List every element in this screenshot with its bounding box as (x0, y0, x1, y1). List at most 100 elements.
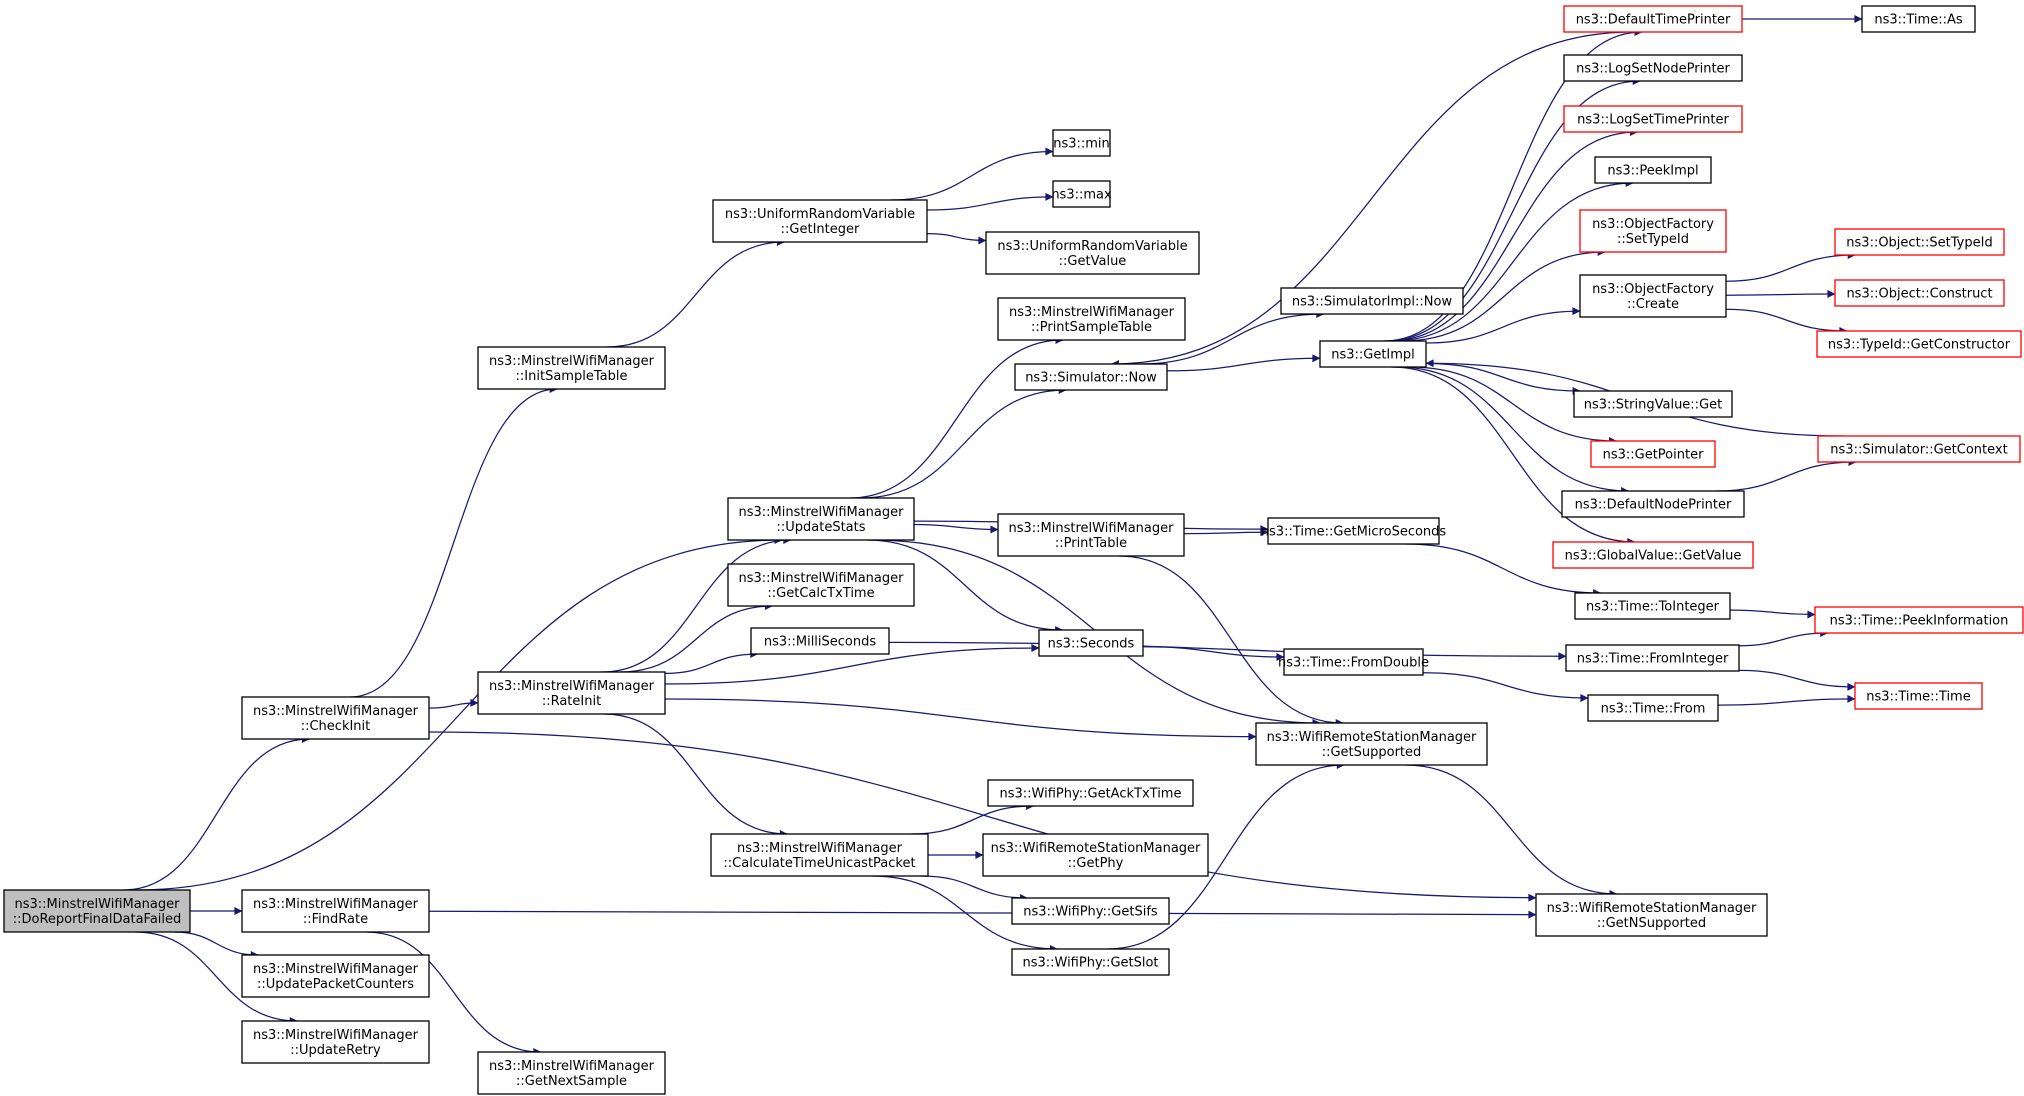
node-of-set-type-id[interactable]: ns3::ObjectFactory::SetTypeId (1579, 209, 1727, 253)
node-global-value-get-value[interactable]: ns3::GlobalValue::GetValue (1552, 541, 1754, 569)
node-log-set-node-printer[interactable]: ns3::LogSetNodePrinter (1563, 54, 1743, 82)
node-rsm-get-phy[interactable]: ns3::WifiRemoteStationManager::GetPhy (982, 833, 1209, 877)
node-urv-get-integer[interactable]: ns3::UniformRandomVariable::GetInteger (712, 199, 928, 243)
node-object-set-type-id[interactable]: ns3::Object::SetTypeId (1834, 228, 2005, 256)
node-label: ns3::ObjectFactory (1592, 217, 1714, 232)
node-label: ::GetSupported (1322, 745, 1422, 760)
node-time-from[interactable]: ns3::Time::From (1587, 694, 1719, 722)
edge-check_init-to-rsm_get_nsupported (428, 731, 1537, 902)
node-box (241, 1020, 430, 1064)
node-box (1052, 129, 1111, 157)
node-box (241, 954, 430, 998)
node-default-time-printer[interactable]: ns3::DefaultTimePrinter (1563, 5, 1743, 33)
node-typeid-get-constructor[interactable]: ns3::TypeId::GetConstructor (1816, 330, 2022, 358)
node-seconds[interactable]: ns3::Seconds (1038, 629, 1144, 657)
edge-find_rate-to-rsm_get_nsupported (428, 910, 1537, 919)
edge-urv_get_integer-to-urv_get_value (926, 232, 987, 245)
node-label: ns3::MinstrelWifiManager (253, 1028, 419, 1043)
node-label: ns3::Time::FromInteger (1577, 652, 1729, 667)
node-update-packet-counters[interactable]: ns3::MinstrelWifiManager::UpdatePacketCo… (241, 954, 430, 998)
node-log-set-time-printer[interactable]: ns3::LogSetTimePrinter (1563, 105, 1743, 133)
node-box (1579, 274, 1727, 318)
node-rsm-get-supported[interactable]: ns3::WifiRemoteStationManager::GetSuppor… (1255, 722, 1488, 766)
node-calc-time-unicast[interactable]: ns3::MinstrelWifiManager::CalculateTimeU… (710, 833, 929, 877)
node-label: ns3::max (1051, 188, 1112, 203)
node-label: ns3::Object::SetTypeId (1846, 236, 1992, 251)
node-do-report[interactable]: ns3::MinstrelWifiManager::DoReportFinalD… (3, 889, 191, 933)
node-box (1574, 592, 1731, 620)
node-time-from-double[interactable]: ns3::Time::FromDouble (1278, 648, 1429, 676)
node-milliseconds[interactable]: ns3::MilliSeconds (750, 627, 890, 655)
node-box (982, 833, 1209, 877)
edge-get_impl-to-peek_impl (1392, 179, 1634, 342)
node-check-init[interactable]: ns3::MinstrelWifiManager::CheckInit (241, 696, 430, 740)
node-rate-init[interactable]: ns3::MinstrelWifiManager::RateInit (477, 671, 666, 715)
node-label: ns3::SimulatorImpl::Now (1292, 295, 1453, 310)
edge-calc_time_unicast-to-get_ack_tx_time (911, 802, 1035, 835)
node-get-slot[interactable]: ns3::WifiPhy::GetSlot (1011, 948, 1170, 976)
node-print-sample-table[interactable]: ns3::MinstrelWifiManager::PrintSampleTab… (997, 297, 1186, 341)
node-get-impl[interactable]: ns3::GetImpl (1319, 340, 1427, 368)
edge-get_impl-to-get_pointer (1409, 366, 1617, 445)
node-print-table[interactable]: ns3::MinstrelWifiManager::PrintTable (997, 513, 1185, 557)
node-time-as[interactable]: ns3::Time::As (1861, 5, 1976, 33)
node-label: ns3::WifiPhy::GetAckTxTime (1000, 787, 1182, 802)
node-urv-get-value[interactable]: ns3::UniformRandomVariable::GetValue (985, 231, 1200, 275)
node-simimpl-now[interactable]: ns3::SimulatorImpl::Now (1280, 287, 1464, 315)
node-update-retry[interactable]: ns3::MinstrelWifiManager::UpdateRetry (241, 1020, 430, 1064)
node-time-to-integer[interactable]: ns3::Time::ToInteger (1574, 592, 1731, 620)
node-box (1594, 156, 1712, 184)
node-time-from-integer[interactable]: ns3::Time::FromInteger (1565, 644, 1740, 672)
node-get-ack-tx-time[interactable]: ns3::WifiPhy::GetAckTxTime (987, 779, 1194, 807)
node-label: ::UpdateRetry (290, 1043, 381, 1058)
node-box (1267, 517, 1440, 545)
node-label: ns3::Time::PeekInformation (1830, 614, 2009, 629)
edge-calc_time_unicast-to-get_sifs (921, 875, 1028, 902)
node-min[interactable]: ns3::min (1052, 129, 1111, 157)
node-get-calc-tx-time[interactable]: ns3::MinstrelWifiManager::GetCalcTxTime (727, 563, 915, 607)
edges-layer (122, 15, 1863, 1056)
node-label: ::FindRate (303, 912, 368, 927)
node-label: ns3::LogSetNodePrinter (1576, 62, 1730, 77)
node-label: ns3::GetImpl (1331, 348, 1415, 363)
node-box (241, 889, 430, 933)
node-init-sample-table[interactable]: ns3::MinstrelWifiManager::InitSampleTabl… (477, 346, 666, 390)
node-label: ns3::DefaultNodePrinter (1575, 498, 1732, 513)
node-peek-impl[interactable]: ns3::PeekImpl (1594, 156, 1712, 184)
node-label: ::Create (1627, 297, 1679, 312)
node-label: ns3::MinstrelWifiManager (14, 897, 180, 912)
edge-rate_init-to-rsm_get_supported (664, 698, 1257, 741)
edge-time_from-to-time_time (1717, 694, 1856, 706)
node-box (727, 563, 915, 607)
node-rsm-get-nsupported[interactable]: ns3::WifiRemoteStationManager::GetNSuppo… (1535, 893, 1768, 937)
node-box (1011, 948, 1170, 976)
node-string-value-get[interactable]: ns3::StringValue::Get (1573, 390, 1733, 418)
node-sim-get-context[interactable]: ns3::Simulator::GetContext (1817, 435, 2021, 463)
node-time-get-micro[interactable]: ns3::Time::GetMicroSeconds (1261, 517, 1447, 545)
node-get-next-sample[interactable]: ns3::MinstrelWifiManager::GetNextSample (477, 1051, 666, 1095)
node-time-time[interactable]: ns3::Time::Time (1854, 682, 1983, 710)
node-box (1561, 490, 1745, 518)
node-box (477, 671, 666, 715)
edge-do_report-to-update_packet_counters (174, 931, 259, 959)
node-get-sifs[interactable]: ns3::WifiPhy::GetSifs (1011, 897, 1170, 925)
node-max[interactable]: ns3::max (1051, 180, 1112, 208)
node-sim-now[interactable]: ns3::Simulator::Now (1014, 363, 1168, 391)
node-box (1579, 209, 1727, 253)
node-label: ns3::Seconds (1048, 637, 1135, 652)
node-time-peek-information[interactable]: ns3::Time::PeekInformation (1814, 606, 2024, 634)
node-update-stats[interactable]: ns3::MinstrelWifiManager::UpdateStats (727, 497, 915, 541)
edge-get_impl-to-global_value_get_value (1391, 366, 1636, 546)
node-find-rate[interactable]: ns3::MinstrelWifiManager::FindRate (241, 889, 430, 933)
node-default-node-printer[interactable]: ns3::DefaultNodePrinter (1561, 490, 1745, 518)
node-label: ns3::DefaultTimePrinter (1576, 13, 1731, 28)
nodes-layer: ns3::MinstrelWifiManager::DoReportFinalD… (3, 5, 2024, 1095)
node-label: ::PrintTable (1055, 536, 1127, 551)
node-object-construct[interactable]: ns3::Object::Construct (1834, 279, 2005, 307)
node-of-create[interactable]: ns3::ObjectFactory::Create (1579, 274, 1727, 318)
node-label: ns3::MinstrelWifiManager (1009, 305, 1175, 320)
node-label: ns3::MinstrelWifiManager (738, 571, 904, 586)
node-label: ::PrintSampleTable (1031, 320, 1152, 335)
node-get-pointer[interactable]: ns3::GetPointer (1590, 440, 1716, 468)
node-box (1854, 682, 1983, 710)
